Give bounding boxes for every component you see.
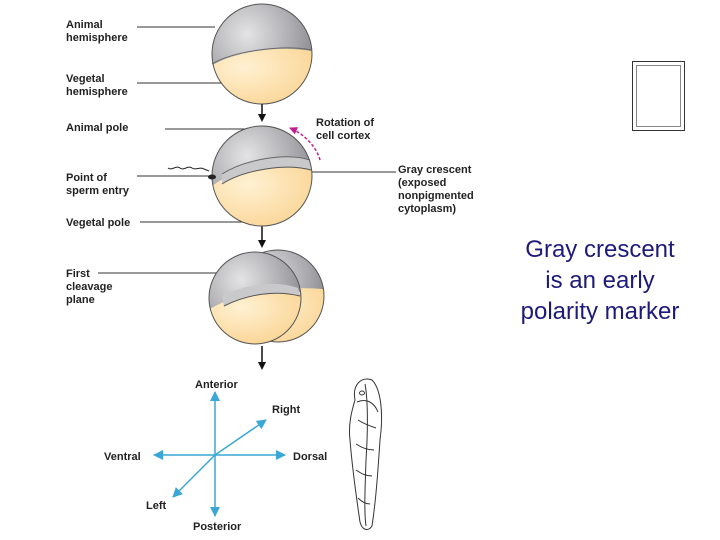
label-animal-hemisphere: Animal hemisphere: [66, 19, 128, 44]
axis-left: Left: [146, 500, 167, 512]
label-rotation-of-cell-cortex: Rotation of cell cortex: [316, 117, 375, 142]
sperm-head: [208, 174, 216, 180]
label-point-of-sperm-entry: Point of sperm entry: [66, 172, 129, 197]
label-vegetal-pole: Vegetal pole: [66, 217, 131, 229]
label-first-cleavage-plane: First cleavage plane: [66, 268, 113, 306]
label-vegetal-hemisphere: Vegetal hemisphere: [66, 73, 128, 98]
axis-right: Right: [272, 404, 301, 416]
axis-ventral: Ventral: [104, 451, 141, 463]
tadpole-sketch: [349, 378, 383, 530]
body-axes: [153, 391, 286, 517]
axis-posterior: Posterior: [193, 521, 242, 533]
egg-first-cleavage: [208, 249, 325, 345]
rotation-arrow: [289, 127, 321, 161]
label-animal-pole: Animal pole: [66, 122, 129, 134]
label-gray-crescent: Gray crescent (exposed nonpigmented cyto…: [398, 164, 474, 215]
axis-anterior: Anterior: [195, 379, 238, 391]
back-button[interactable]: [632, 61, 685, 131]
leader-lines: [98, 26, 396, 274]
back-button-frame: [636, 65, 681, 127]
egg-fertilized: [211, 125, 313, 227]
slide-caption: Gray crescent is an early polarity marke…: [520, 236, 680, 325]
sperm-icon: [167, 166, 210, 172]
axis-dorsal: Dorsal: [293, 451, 328, 463]
egg-unfertilized: [211, 3, 313, 105]
